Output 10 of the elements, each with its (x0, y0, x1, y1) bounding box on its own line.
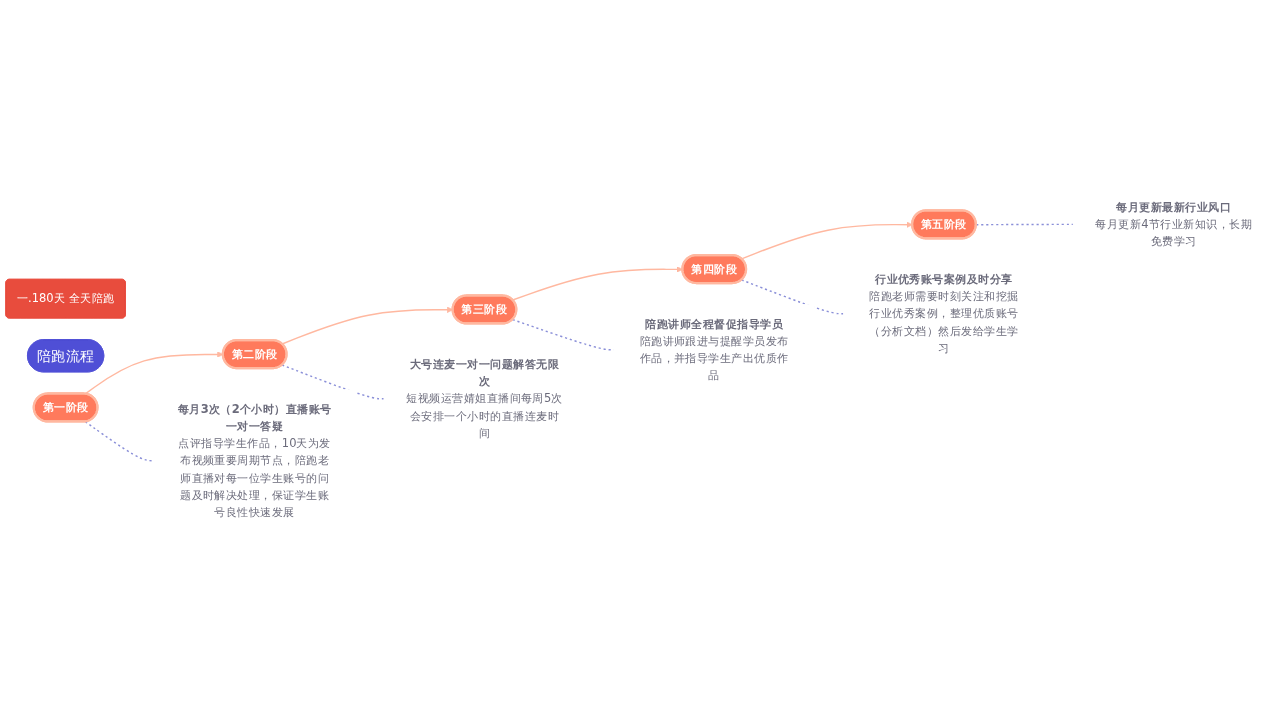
node-text: 陪跑讲师全程督促指导学员 陪跑讲师跟进与提醒学员发布作品，并指导学生产出优质作品 (639, 317, 789, 383)
arrow (740, 221, 913, 260)
node-text: 每月3次（2个小时）直播账号一对一答疑 点评指导学生作品，10天为发布视频重要周期节点，陪跑老师直播对每一位学生账号的问题及时解决处理，保证学生账号良性快速发展 (177, 402, 332, 520)
connector (740, 279, 845, 315)
arrow (511, 266, 683, 301)
node-text: 每月更新最新行业风口 每月更新4节行业新知识，长期免费学习 (1095, 200, 1253, 249)
connector (975, 223, 1074, 226)
node-text: 行业优秀账号案例及时分享 陪跑老师需要时刻关注和挖掘行业优秀案例，整理优质账号（分析文档）然后发给学生学习 (869, 272, 1019, 355)
node-text: 大号连麦一对一问题解答无限次 短视频运营婧姐直播间每周5次会安排一个小时的直播连麦时间 (406, 357, 563, 440)
connector (281, 364, 385, 400)
